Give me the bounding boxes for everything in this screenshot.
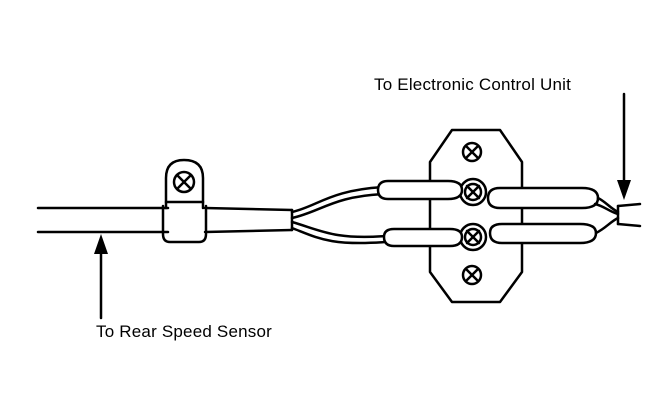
right-upper-sleeve: [486, 186, 600, 210]
plate-top-screw-icon: [461, 141, 483, 163]
clamp-screw-icon: [172, 170, 196, 194]
lower-terminal-screw-icon: [458, 222, 488, 252]
rear-sensor-label: To Rear Speed Sensor: [96, 322, 272, 341]
left-upper-sleeve: [376, 179, 464, 201]
rear-sensor-arrowhead: [94, 234, 108, 254]
ecu-label: To Electronic Control Unit: [374, 75, 571, 94]
split-wires: [290, 185, 388, 245]
sensor-cable: [36, 206, 294, 234]
plate-bottom-screw-icon: [461, 264, 483, 286]
right-lower-sleeve: [488, 222, 598, 245]
ecu-wires: [593, 196, 642, 235]
cable-clamp: [161, 158, 208, 244]
ecu-arrowhead: [617, 180, 631, 200]
upper-terminal-screw-icon: [458, 177, 488, 207]
left-lower-sleeve: [382, 227, 464, 248]
